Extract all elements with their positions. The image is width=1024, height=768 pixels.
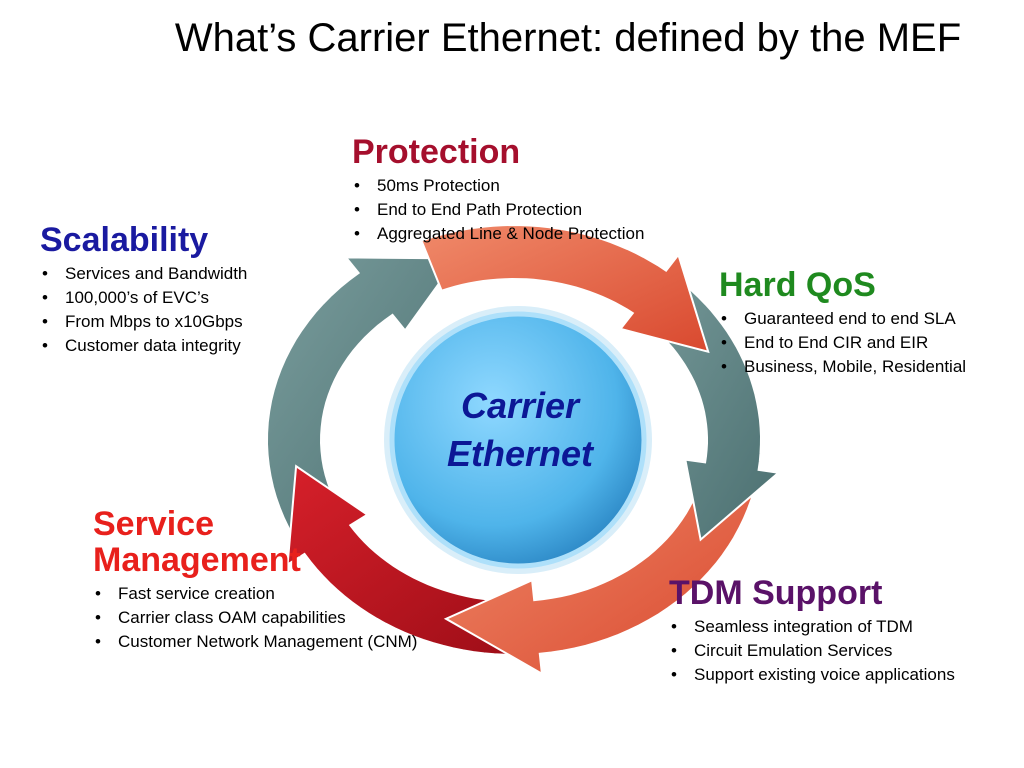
list-item: Business, Mobile, Residential <box>719 355 966 379</box>
list-item: Guaranteed end to end SLA <box>719 307 966 331</box>
list-item: End to End CIR and EIR <box>719 331 966 355</box>
scalability-block: Scalability Services and Bandwidth 100,0… <box>40 222 247 358</box>
list-item: 100,000’s of EVC’s <box>40 286 247 310</box>
cycle-arrows <box>265 223 781 676</box>
list-item: Fast service creation <box>93 582 417 606</box>
list-item: Carrier class OAM capabilities <box>93 606 417 630</box>
list-item: End to End Path Protection <box>352 198 644 222</box>
service-management-heading-line1: Service <box>93 505 214 543</box>
center-label-line1: Carrier <box>461 385 581 426</box>
arrow-orange-bottom <box>443 461 760 676</box>
center-circle <box>389 311 647 569</box>
hard-qos-block: Hard QoS Guaranteed end to end SLA End t… <box>719 267 966 379</box>
arrow-teal-left <box>265 256 460 549</box>
list-item: Seamless integration of TDM <box>669 615 955 639</box>
tdm-support-heading: TDM Support <box>669 574 883 612</box>
hard-qos-list: Guaranteed end to end SLA End to End CIR… <box>719 307 966 379</box>
service-management-heading-line2: Management <box>93 541 301 579</box>
hard-qos-heading: Hard QoS <box>719 266 876 304</box>
list-item: Customer data integrity <box>40 334 247 358</box>
protection-heading: Protection <box>352 133 521 171</box>
list-item: Customer Network Management (CNM) <box>93 630 417 654</box>
service-management-list: Fast service creation Carrier class OAM … <box>93 582 417 654</box>
center-label-line2: Ethernet <box>447 433 595 474</box>
protection-block: Protection 50ms Protection End to End Pa… <box>352 134 644 246</box>
scalability-heading: Scalability <box>40 221 209 259</box>
list-item: Support existing voice applications <box>669 663 955 687</box>
list-item: Aggregated Line & Node Protection <box>352 222 644 246</box>
tdm-support-list: Seamless integration of TDM Circuit Emul… <box>669 615 955 687</box>
slide-title: What’s Carrier Ethernet: defined by the … <box>174 16 962 60</box>
list-item: Circuit Emulation Services <box>669 639 955 663</box>
list-item: Services and Bandwidth <box>40 262 247 286</box>
list-item: From Mbps to x10Gbps <box>40 310 247 334</box>
tdm-support-block: TDM Support Seamless integration of TDM … <box>669 575 955 687</box>
scalability-list: Services and Bandwidth 100,000’s of EVC’… <box>40 262 247 358</box>
list-item: 50ms Protection <box>352 174 644 198</box>
protection-list: 50ms Protection End to End Path Protecti… <box>352 174 644 246</box>
